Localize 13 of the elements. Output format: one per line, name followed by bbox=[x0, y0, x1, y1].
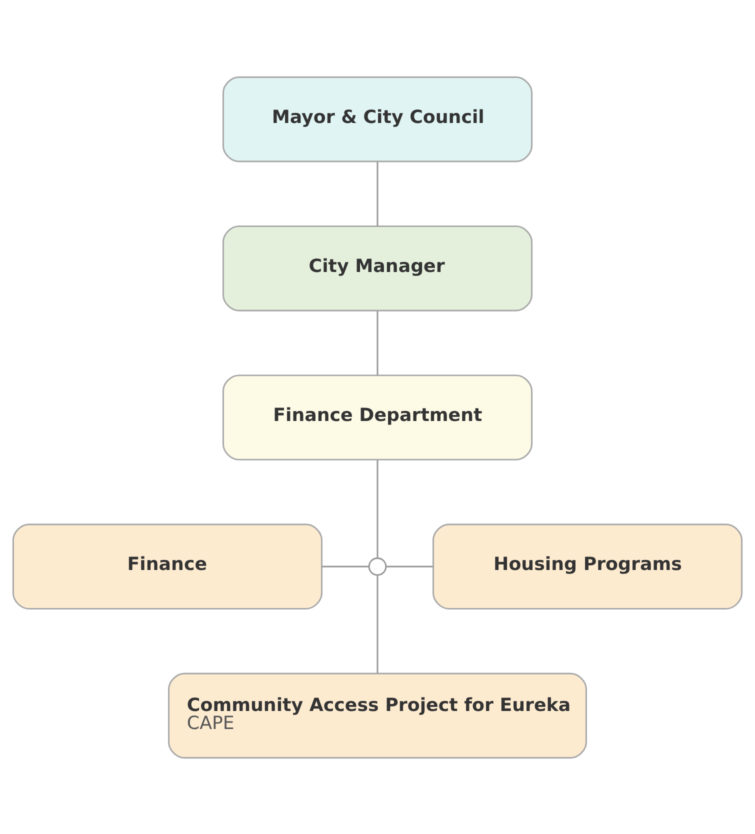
connector bbox=[376, 310, 378, 375]
connector bbox=[322, 565, 369, 567]
node-box: City Manager bbox=[222, 225, 533, 311]
node-box: Finance Department bbox=[222, 374, 533, 460]
node-box: Housing Programs bbox=[432, 523, 743, 609]
node-circle bbox=[368, 556, 387, 576]
node-box: Community Access Project for Eureka CAPE bbox=[168, 672, 587, 758]
connector bbox=[376, 161, 378, 226]
node-box: Mayor & City Council bbox=[222, 76, 533, 162]
node-box: Finance bbox=[12, 523, 323, 609]
connector bbox=[376, 574, 378, 673]
connector bbox=[386, 565, 433, 567]
connector bbox=[376, 460, 378, 558]
